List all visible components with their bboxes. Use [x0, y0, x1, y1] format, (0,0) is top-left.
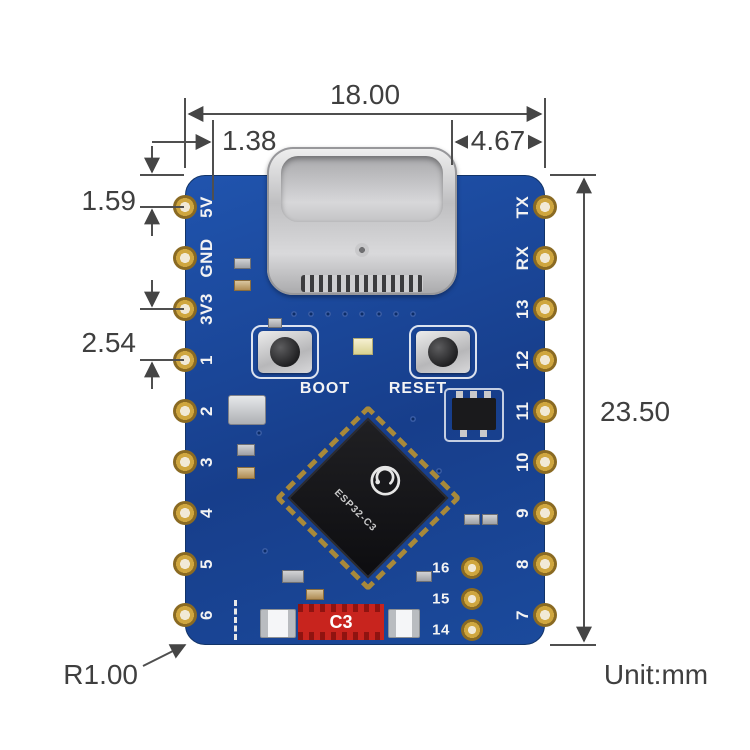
silkscreen-dashed-line — [234, 600, 237, 640]
castellated-pin — [173, 246, 197, 270]
castellated-pin — [173, 603, 197, 627]
passive-component — [234, 280, 251, 291]
via — [393, 311, 399, 317]
via — [410, 416, 416, 422]
reset-button-silkscreen — [409, 325, 477, 379]
dim-offset-left: 1.38 — [222, 125, 277, 156]
dim-corner-radius: R1.00 — [63, 659, 138, 690]
via — [262, 548, 268, 554]
castellated-pin — [533, 501, 557, 525]
via — [291, 311, 297, 317]
regulator-silkscreen — [444, 388, 504, 442]
dim-pin-pitch: 2.54 — [82, 327, 137, 358]
via — [256, 430, 262, 436]
red-component-label: C3 — [329, 611, 353, 632]
castellated-pin — [533, 195, 557, 219]
castellated-pin — [533, 246, 557, 270]
boot-button-cap — [270, 337, 300, 367]
pin-label: 14 — [432, 621, 450, 639]
usb-plug-opening — [281, 156, 443, 222]
castellated-pin — [173, 501, 197, 525]
via — [325, 311, 331, 317]
dim-width: 18.00 — [330, 79, 400, 110]
dim-height: 23.50 — [600, 396, 670, 427]
passive-component — [416, 571, 432, 582]
reset-label: RESET — [388, 380, 448, 397]
via — [308, 311, 314, 317]
dim-text-mask — [468, 126, 528, 154]
boot-label: BOOT — [299, 380, 351, 397]
through-hole-pin — [461, 557, 483, 579]
espressif-logo-icon — [356, 455, 410, 509]
castellated-pin — [533, 450, 557, 474]
white-component — [388, 609, 420, 638]
usb-c-connector — [267, 147, 457, 295]
castellated-pin — [173, 399, 197, 423]
via — [410, 311, 416, 317]
castellated-pin — [533, 348, 557, 372]
red-component: C3 — [298, 604, 384, 640]
castellated-pin — [533, 603, 557, 627]
through-hole-pin — [461, 588, 483, 610]
via — [436, 468, 442, 474]
passive-component — [306, 589, 324, 600]
passive-component — [282, 570, 304, 583]
dim-pin-edge: 1.59 — [82, 185, 137, 216]
passive-component — [482, 514, 498, 525]
castellated-pin — [173, 552, 197, 576]
passive-component — [464, 514, 480, 525]
leader-line — [142, 644, 187, 667]
castellated-pin — [173, 450, 197, 474]
via — [359, 311, 365, 317]
rgb-led — [353, 338, 373, 355]
boot-button-silkscreen — [251, 325, 319, 379]
via — [342, 311, 348, 317]
via — [376, 311, 382, 317]
usb-smt-pins — [301, 275, 423, 292]
reset-button-cap — [428, 337, 458, 367]
passive-component — [237, 444, 255, 456]
pin-label: 15 — [432, 590, 450, 608]
white-component — [260, 609, 296, 638]
crystal-oscillator — [228, 395, 266, 425]
passive-component — [268, 318, 282, 328]
castellated-pin — [533, 552, 557, 576]
voltage-regulator — [452, 391, 496, 437]
usb-anchor-point — [355, 243, 369, 257]
castellated-pin — [533, 399, 557, 423]
dim-lines — [140, 98, 596, 667]
through-hole-pin — [461, 619, 483, 641]
castellated-pin — [533, 297, 557, 321]
dim-offset-right: 4.67 — [471, 125, 526, 156]
unit-label: Unit:mm — [604, 659, 708, 690]
pin-label: 16 — [432, 559, 450, 577]
passive-component — [234, 258, 251, 269]
esp32-chip: ESP32-C3 — [287, 417, 449, 579]
passive-component — [237, 467, 255, 479]
